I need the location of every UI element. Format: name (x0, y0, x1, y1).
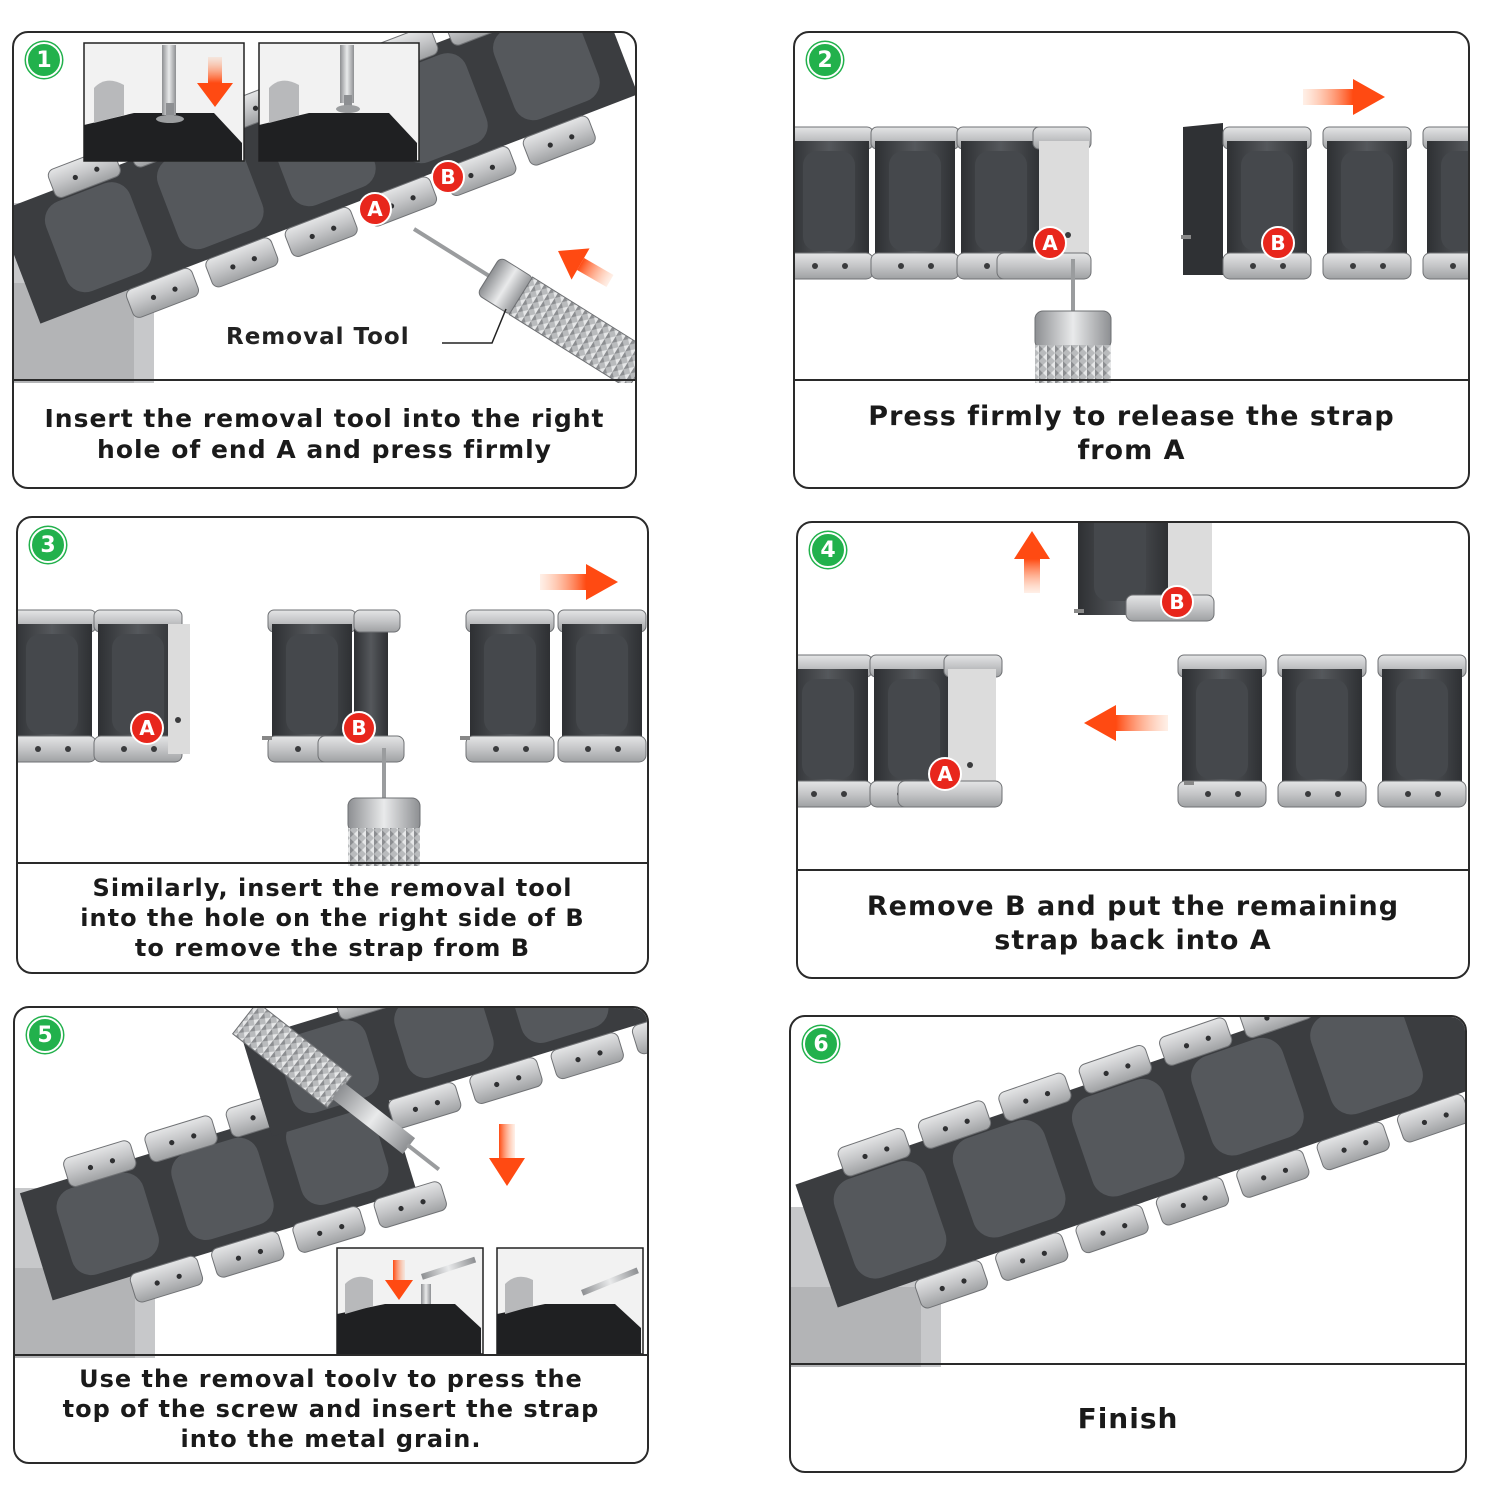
step-number-badge: 5 (27, 1017, 63, 1053)
marker-a: A (130, 711, 164, 745)
marker-b: B (431, 160, 465, 194)
arrow-down-icon (385, 1260, 413, 1300)
step-6-caption: Finish (791, 1363, 1465, 1471)
marker-a: A (928, 757, 962, 791)
step-2-caption: Press firmly to release the strap from A (795, 379, 1468, 487)
arrow-up-icon (1014, 531, 1050, 593)
step-4-caption: Remove B and put the remaining strap bac… (798, 869, 1468, 977)
marker-b: B (1160, 585, 1194, 619)
inset-close-up-2 (496, 1247, 644, 1355)
inset-close-up-1 (336, 1247, 484, 1355)
marker-a: A (1033, 226, 1067, 260)
step-4-panel: 4 B A Remove B and put the remaining str… (796, 521, 1470, 979)
marker-b: B (1261, 226, 1295, 260)
step-2-illustration (795, 79, 1468, 383)
arrow-right-icon (1303, 79, 1385, 115)
step-number-badge: 2 (807, 42, 843, 78)
marker-b: B (342, 711, 376, 745)
step-number-badge: 4 (810, 532, 846, 568)
step-5-illustration (15, 1008, 647, 1358)
inset-close-up-1 (83, 42, 245, 162)
step-3-caption: Similarly, insert the removal tool into … (18, 862, 647, 972)
step-1-panel: 1 A B Removal Tool Insert the removal to… (12, 31, 637, 489)
arrow-up-left-icon (558, 248, 614, 288)
step-number-badge: 6 (803, 1026, 839, 1062)
marker-a: A (358, 192, 392, 226)
arrow-right-icon (540, 564, 618, 600)
step-3-illustration (18, 564, 647, 866)
arrow-left-icon (1084, 705, 1168, 741)
step-3-panel: 3 A B Similarly, insert the removal tool… (16, 516, 649, 974)
arrow-down-icon (197, 57, 233, 107)
step-2-panel: 2 A B Press firmly to release the strap … (793, 31, 1470, 489)
step-6-illustration (791, 1017, 1465, 1367)
step-1-illustration (14, 33, 635, 383)
arrow-down-icon (489, 1124, 525, 1186)
inset-close-up-2 (258, 42, 420, 162)
step-1-caption: Insert the removal tool into the right h… (14, 379, 635, 487)
step-number-badge: 3 (30, 527, 66, 563)
step-6-panel: 6 Finish (789, 1015, 1467, 1473)
step-5-panel: 5 Use the removal toolv to press the top… (13, 1006, 649, 1464)
removal-tool-label: Removal Tool (226, 324, 410, 350)
step-4-illustration (798, 523, 1467, 808)
step-number-badge: 1 (26, 42, 62, 78)
step-5-caption: Use the removal toolv to press the top o… (15, 1354, 647, 1462)
